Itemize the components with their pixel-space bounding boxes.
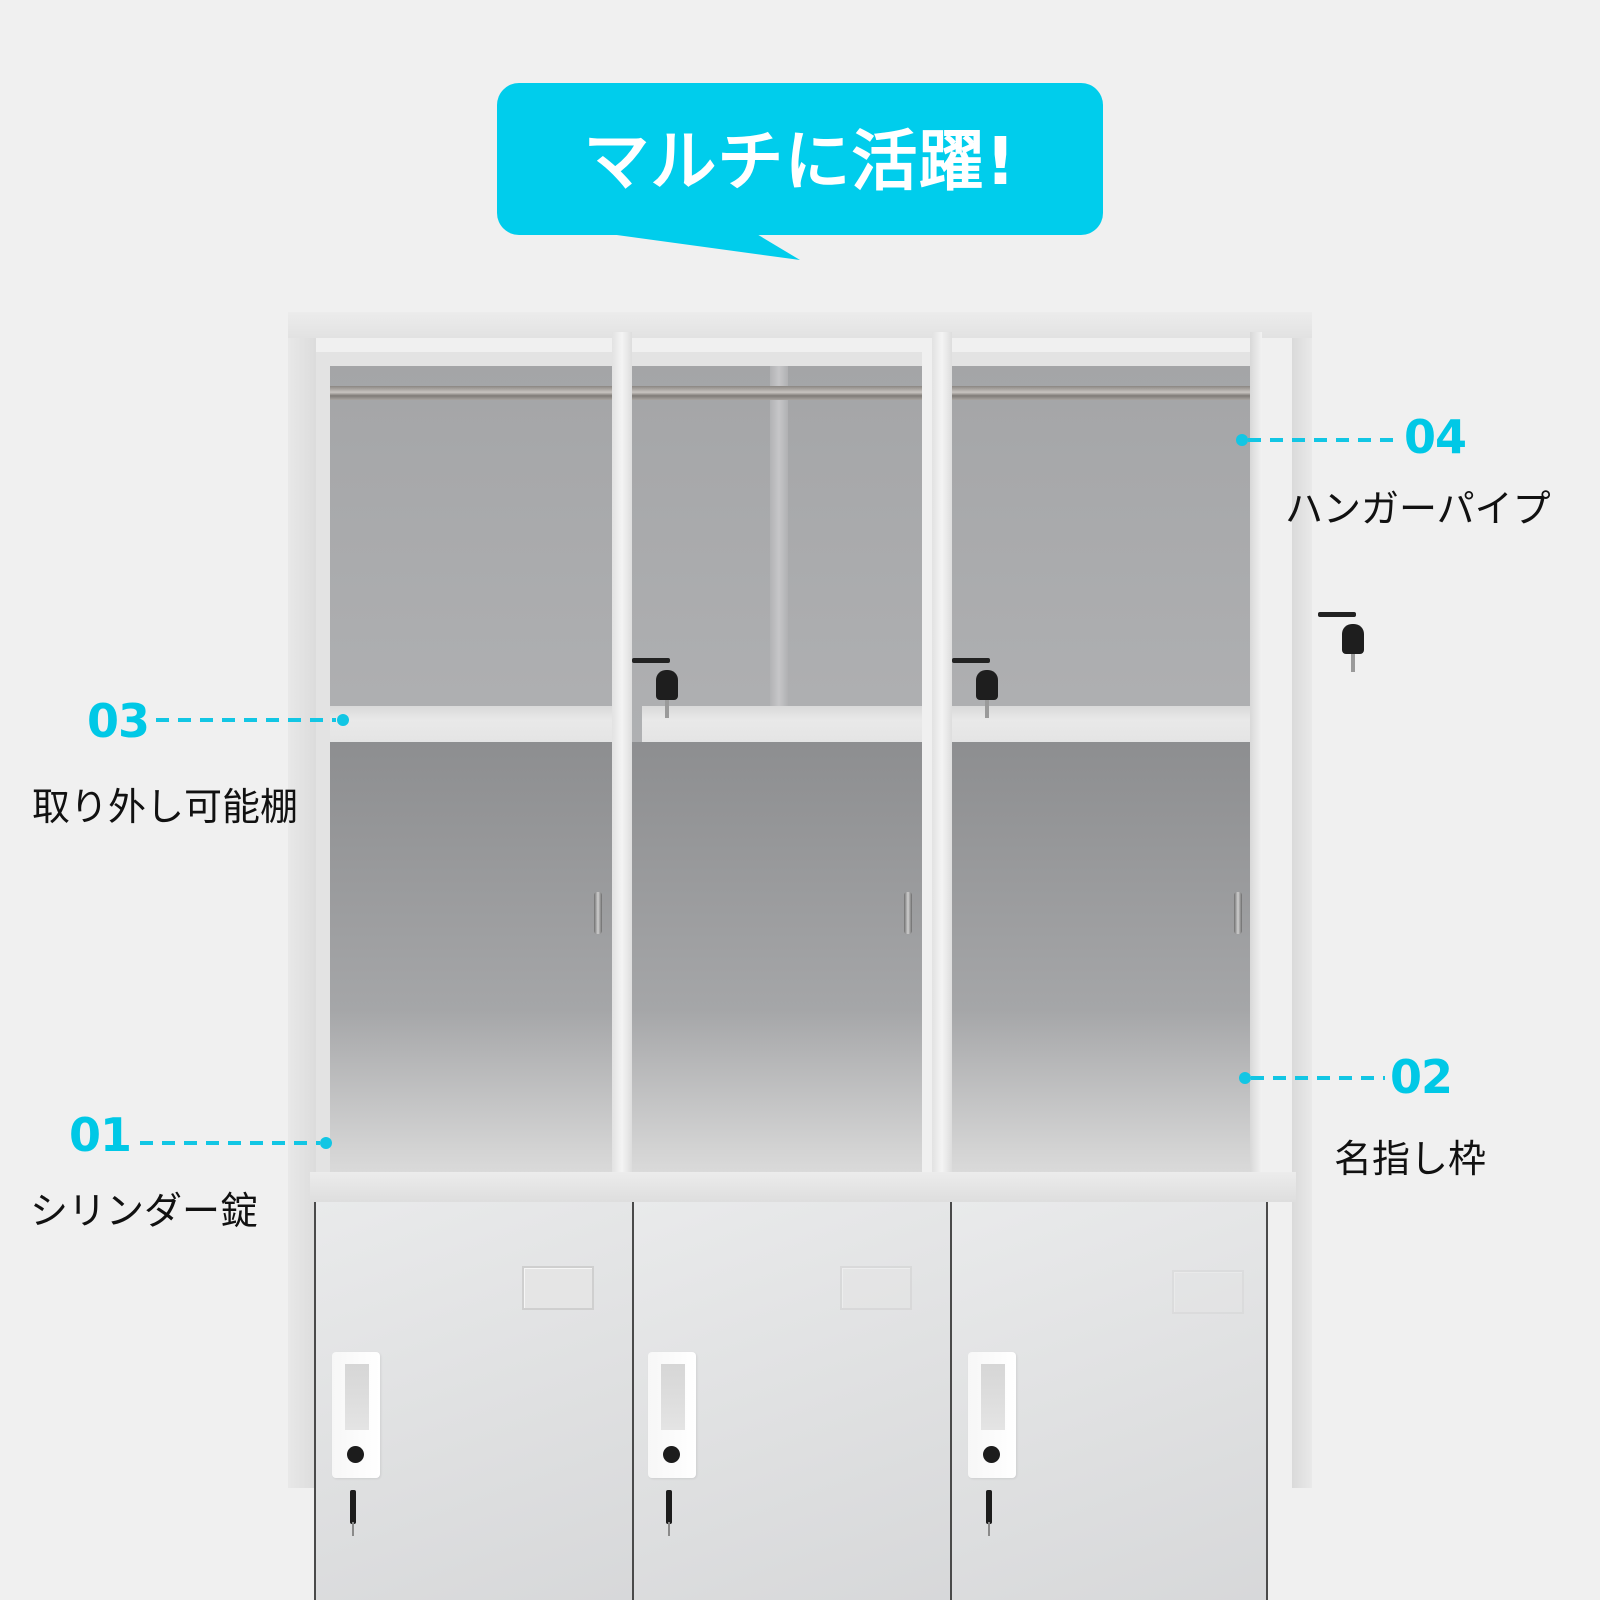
door-key <box>350 1490 356 1524</box>
door-key <box>666 1490 672 1524</box>
removable-shelf <box>330 706 612 742</box>
upper-compartment-2 <box>632 352 922 1188</box>
cabinet-top <box>288 312 1312 338</box>
cylinder-lock-icon <box>983 1446 1000 1463</box>
callout-04-number: 04 <box>1404 410 1467 464</box>
middle-rail <box>310 1172 1296 1202</box>
callout-04-label: ハンガーパイプ <box>1285 487 1551 531</box>
callout-03-label: 取り外し可能棚 <box>32 785 299 829</box>
cabinet-side-left <box>288 338 316 1488</box>
lower-door-2 <box>632 1202 950 1600</box>
cylinder-lock-icon <box>663 1446 680 1463</box>
cylinder-lock-icon <box>347 1446 364 1463</box>
removable-shelf <box>952 706 1250 742</box>
locker-cabinet-image <box>288 312 1364 1600</box>
compartment-lower-bay <box>952 742 1250 1188</box>
callout-01-dot <box>320 1137 332 1149</box>
callout-03-leader <box>156 718 336 722</box>
removable-shelf <box>642 706 922 742</box>
callout-01-leader <box>140 1141 320 1145</box>
lower-door-3 <box>950 1202 1268 1600</box>
callout-02-label: 名指し枠 <box>1334 1137 1487 1181</box>
callout-01-label: シリンダー錠 <box>30 1189 259 1233</box>
recessed-handle <box>648 1352 696 1478</box>
name-card-frame <box>840 1266 912 1310</box>
callout-03-number: 03 <box>87 694 150 748</box>
recessed-handle <box>332 1352 380 1478</box>
hanger-pipe <box>632 386 922 400</box>
hanger-pipe <box>330 386 612 400</box>
upper-compartment-1 <box>316 352 612 1188</box>
cabinet-post <box>932 332 952 1202</box>
name-card-frame <box>1172 1270 1244 1314</box>
banner-title: マルチに活躍! <box>583 123 1017 200</box>
cabinet-side-right <box>1292 338 1312 1488</box>
callout-02-number: 02 <box>1390 1050 1453 1104</box>
callout-02-leader <box>1251 1076 1385 1080</box>
callout-04-dot <box>1236 434 1248 446</box>
banner-speech-bubble: マルチに活躍! <box>497 83 1103 235</box>
lower-door-1 <box>314 1202 632 1600</box>
callout-03-dot <box>337 714 349 726</box>
hanger-pipe <box>952 386 1250 400</box>
compartment-lower-bay <box>330 742 612 1188</box>
callout-02-dot <box>1239 1072 1251 1084</box>
compartment-lower-bay <box>632 742 922 1188</box>
callout-01-number: 01 <box>69 1108 132 1162</box>
door-key <box>986 1490 992 1524</box>
upper-compartment-3 <box>952 352 1250 1188</box>
door-latch <box>904 892 912 934</box>
callout-04-leader <box>1248 438 1398 442</box>
name-card-frame <box>522 1266 594 1310</box>
cabinet-post <box>612 332 632 1202</box>
door-latch <box>1234 892 1242 934</box>
recessed-handle <box>968 1352 1016 1478</box>
open-door-edge <box>1250 332 1262 1192</box>
door-latch <box>594 892 602 934</box>
